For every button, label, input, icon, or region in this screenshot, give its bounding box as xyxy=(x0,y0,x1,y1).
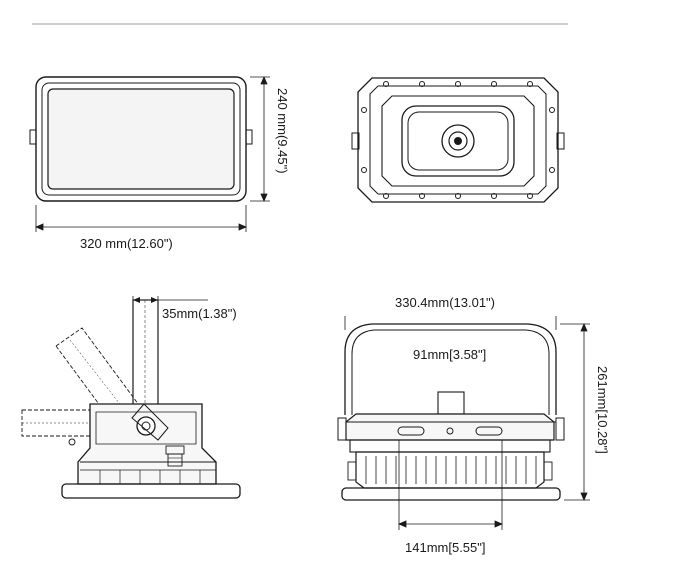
bottom-slot-spacing-label: 91mm[3.58"] xyxy=(413,347,486,362)
side-bracket-width-label: 35mm(1.38") xyxy=(162,306,237,321)
bottom-height-dimension xyxy=(560,322,590,502)
front-height-dimension xyxy=(250,75,270,203)
bottom-overall-height-label: 261mm[10.28"] xyxy=(595,366,610,454)
bottom-view xyxy=(337,323,565,501)
front-width-dimension xyxy=(34,205,248,232)
bottom-base-width-label: 141mm[5.55"] xyxy=(405,540,486,555)
front-view xyxy=(29,76,253,202)
front-height-label: 240 mm(9.45") xyxy=(275,88,290,174)
bottom-base-width-dimension xyxy=(397,440,504,530)
bottom-width-dimension xyxy=(344,316,557,330)
side-view xyxy=(21,296,241,499)
bottom-overall-width-label: 330.4mm(13.01") xyxy=(395,295,495,310)
front-width-label: 320 mm(12.60") xyxy=(80,236,173,251)
rear-view xyxy=(351,77,565,203)
